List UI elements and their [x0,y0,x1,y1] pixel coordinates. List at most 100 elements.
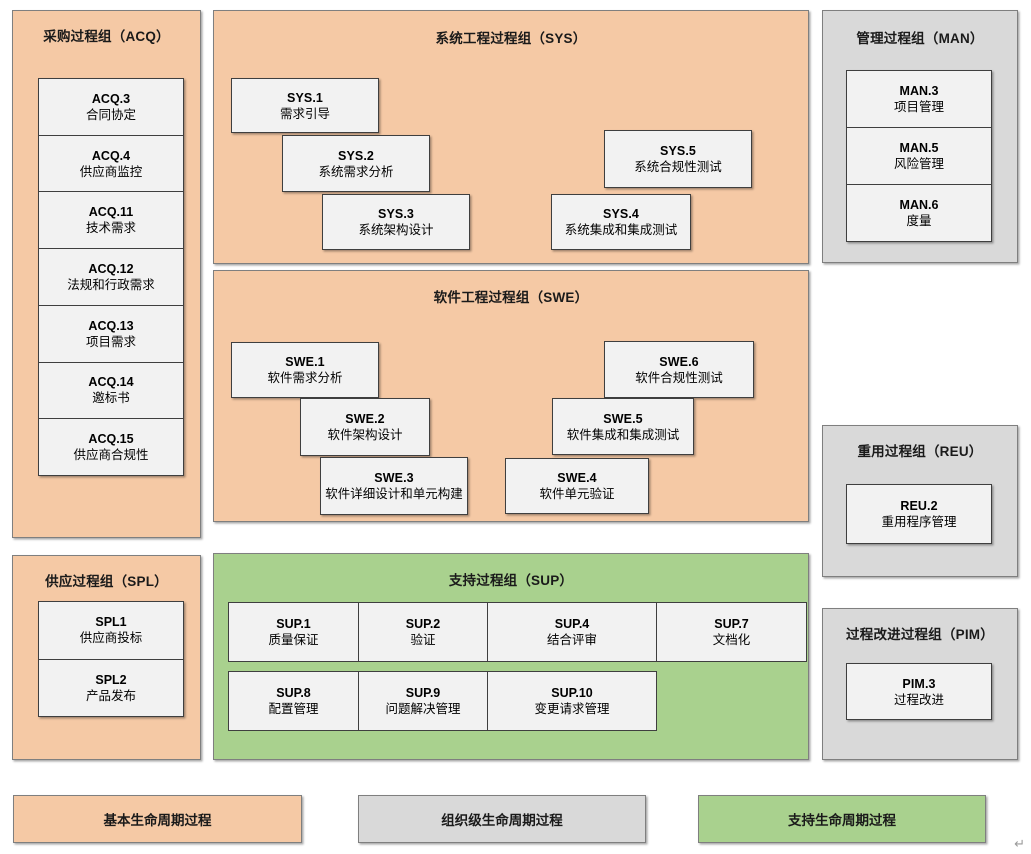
process-card-acq-15[interactable]: ACQ.15 供应商合规性 [39,419,183,475]
process-code: MAN.3 [899,84,939,98]
process-code: SUP.9 [405,685,441,700]
process-code: SWE.6 [659,354,699,369]
process-code: ACQ.4 [91,148,131,163]
process-code: SUP.2 [405,616,441,631]
process-name: 重用程序管理 [881,515,957,529]
process-code: REU.2 [900,499,938,513]
process-card-swe-1[interactable]: SWE.1 软件需求分析 [231,342,379,398]
process-name: 供应商投标 [79,631,143,646]
process-code: ACQ.15 [88,432,134,447]
process-name: 软件架构设计 [327,428,403,442]
process-code: SUP.7 [714,616,749,631]
process-code: SUP.10 [551,685,593,700]
process-name: 邀标书 [92,391,130,406]
process-name: 验证 [410,633,436,647]
process-name: 度量 [906,214,932,228]
process-code: ACQ.14 [88,375,134,390]
process-name: 系统架构设计 [358,223,434,237]
process-name: 项目需求 [85,334,136,349]
legend-label: 支持生命周期过程 [788,813,896,828]
process-card-sys-2[interactable]: SYS.2 系统需求分析 [282,135,430,192]
process-name: 合同协定 [85,107,136,122]
process-card-swe-4[interactable]: SWE.4 软件单元验证 [505,458,649,514]
process-card-sup-7[interactable]: SUP.7 文档化 [656,602,807,662]
process-card-stack-spl: SPL1 供应商投标 SPL2 产品发布 [38,601,184,717]
process-name: 结合评审 [546,633,597,647]
process-card-sys-3[interactable]: SYS.3 系统架构设计 [322,194,470,250]
process-card-sup-4[interactable]: SUP.4 结合评审 [487,602,657,662]
process-code: SUP.1 [276,616,311,631]
process-code: SPL2 [95,672,127,687]
process-card-swe-5[interactable]: SWE.5 软件集成和集成测试 [552,398,694,455]
process-code: ACQ.11 [88,205,134,220]
process-card-man-5[interactable]: MAN.5 风险管理 [847,128,991,185]
process-card-sup-10[interactable]: SUP.10 变更请求管理 [487,671,657,731]
process-code: PIM.3 [902,676,936,691]
process-card-stack-man: MAN.3 项目管理 MAN.5 风险管理 MAN.6 度量 [846,70,992,242]
process-card-man-6[interactable]: MAN.6 度量 [847,185,991,241]
process-name: 供应商合规性 [73,448,149,463]
process-card-sup-9[interactable]: SUP.9 问题解决管理 [358,671,488,731]
process-card-acq-12[interactable]: ACQ.12 法规和行政需求 [39,249,183,306]
process-card-reu-2[interactable]: REU.2 重用程序管理 [846,484,992,544]
process-code: SYS.5 [660,144,696,158]
process-code: SYS.3 [378,207,414,221]
process-card-spl-2[interactable]: SPL2 产品发布 [39,660,183,717]
process-card-acq-3[interactable]: ACQ.3 合同协定 [39,79,183,136]
process-name: 技术需求 [85,221,136,236]
process-code: ACQ.3 [91,91,131,106]
process-card-sys-1[interactable]: SYS.1 需求引导 [231,78,379,133]
process-name: 问题解决管理 [385,702,461,716]
process-card-spl-1[interactable]: SPL1 供应商投标 [39,602,183,660]
process-name: 需求引导 [279,106,330,121]
process-card-pim-3[interactable]: PIM.3 过程改进 [846,663,992,720]
process-name: 系统集成和集成测试 [564,223,678,237]
process-code: ACQ.13 [88,318,134,333]
process-name: 质量保证 [268,633,319,647]
process-name: 软件详细设计和单元构建 [325,487,463,501]
process-code: SWE.2 [345,412,385,426]
process-name: 产品发布 [85,688,136,703]
process-name: 项目管理 [893,100,944,114]
process-code: SUP.8 [276,685,311,700]
process-name: 软件单元验证 [539,487,615,501]
legend-item-basic-lifecycle: 基本生命周期过程 [13,795,302,843]
process-card-swe-6[interactable]: SWE.6 软件合规性测试 [604,341,754,398]
process-card-acq-4[interactable]: ACQ.4 供应商监控 [39,136,183,193]
process-code: SUP.4 [554,616,590,631]
process-card-sys-4[interactable]: SYS.4 系统集成和集成测试 [551,194,691,250]
process-card-acq-11[interactable]: ACQ.11 技术需求 [39,192,183,250]
panel-title-acq: 采购过程组（ACQ） [43,29,170,44]
process-code: SYS.4 [603,207,639,221]
process-name: 软件合规性测试 [635,370,723,385]
process-name: 配置管理 [268,702,319,716]
process-code: ACQ.12 [88,262,134,277]
process-name: 系统合规性测试 [634,160,722,174]
process-card-sup-1[interactable]: SUP.1 质量保证 [228,602,359,662]
legend-label: 组织级生命周期过程 [441,813,563,828]
process-code: SWE.1 [285,355,325,369]
process-card-acq-13[interactable]: ACQ.13 项目需求 [39,306,183,363]
process-card-man-3[interactable]: MAN.3 项目管理 [847,71,991,128]
process-card-sup-8[interactable]: SUP.8 配置管理 [228,671,359,731]
panel-title-spl: 供应过程组（SPL） [45,574,168,589]
process-name: 供应商监控 [79,164,143,179]
process-code: SYS.2 [338,148,374,163]
process-code: SPL1 [95,615,127,630]
process-name: 风险管理 [893,157,944,171]
process-code: MAN.6 [899,198,939,212]
legend-item-supporting-lifecycle: 支持生命周期过程 [698,795,986,843]
process-card-sup-2[interactable]: SUP.2 验证 [358,602,488,662]
process-code: SWE.5 [603,411,643,426]
process-card-swe-2[interactable]: SWE.2 软件架构设计 [300,398,430,456]
process-name: 变更请求管理 [534,702,610,716]
legend-label: 基本生命周期过程 [103,813,212,828]
panel-title-pim: 过程改进过程组（PIM） [846,627,994,642]
panel-title-sys: 系统工程过程组（SYS） [435,31,587,46]
paragraph-mark-icon: ↵ [1014,836,1025,851]
process-card-sys-5[interactable]: SYS.5 系统合规性测试 [604,130,752,188]
process-name: 软件需求分析 [267,371,343,385]
process-code: SWE.4 [557,471,597,485]
process-card-swe-3[interactable]: SWE.3 软件详细设计和单元构建 [320,457,468,515]
process-card-acq-14[interactable]: ACQ.14 邀标书 [39,363,183,420]
